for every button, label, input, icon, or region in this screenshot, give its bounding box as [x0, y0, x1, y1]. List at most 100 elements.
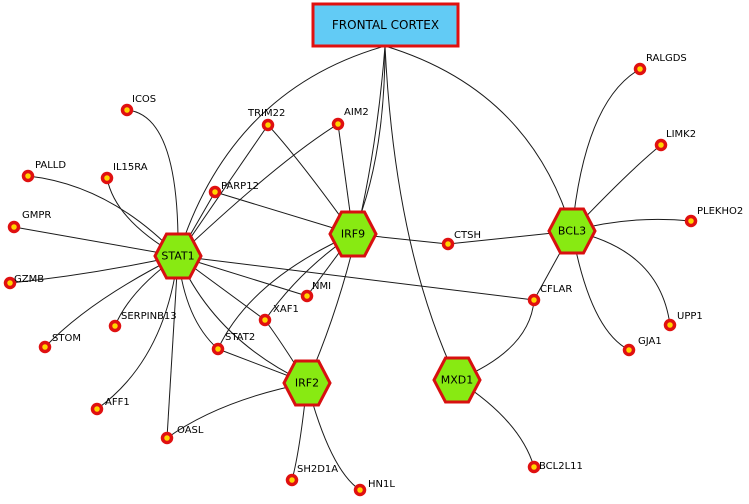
- gene-dot: [100, 171, 114, 185]
- hub-hexagon: [432, 356, 482, 404]
- edge-irf9-stat2: [217, 233, 354, 350]
- root-label: FRONTAL CORTEX: [332, 18, 439, 32]
- gene-node-stom[interactable]: STOM: [38, 333, 81, 354]
- gene-dot: [208, 185, 222, 199]
- hub-label: MXD1: [441, 374, 474, 387]
- hub-hexagon: [328, 210, 378, 258]
- gene-node-xaf1[interactable]: XAF1: [258, 304, 299, 327]
- gene-node-upp1[interactable]: UPP1: [663, 311, 703, 332]
- edge-stat1-gmpr: [13, 226, 179, 257]
- gene-label: PALLD: [35, 160, 66, 171]
- gene-dot: [258, 313, 272, 327]
- gene-node-stat2[interactable]: STAT2: [211, 332, 256, 356]
- gene-dot: [300, 289, 314, 303]
- gene-label: AIM2: [344, 107, 369, 118]
- gene-dot: [441, 237, 455, 251]
- edge-stat1-cflar: [177, 255, 535, 301]
- hub-hexagon: [153, 232, 203, 280]
- hub-hexagon: [282, 359, 332, 407]
- hub-label: BCL3: [558, 225, 586, 238]
- gene-dot: [38, 340, 52, 354]
- edge-root-bcl3: [384, 45, 573, 232]
- gene-label: CTSH: [454, 230, 481, 241]
- root-node-frontal-cortex[interactable]: FRONTAL CORTEX: [311, 2, 460, 48]
- edge-stat1-irf2: [177, 255, 308, 384]
- gene-label: PLEKHO2: [697, 206, 743, 217]
- gene-dot: [633, 62, 647, 76]
- gene-dot: [684, 214, 698, 228]
- edge-layer: [9, 45, 692, 491]
- edge-root-irf9: [352, 45, 386, 235]
- gene-dot: [654, 138, 668, 152]
- gene-node-ralgds[interactable]: RALGDS: [633, 53, 687, 76]
- gene-dot: [353, 483, 367, 497]
- gene-node-sh2d1a[interactable]: SH2D1A: [285, 464, 339, 487]
- hub-hexagon: [547, 207, 597, 255]
- hub-node-stat1[interactable]: STAT1: [153, 232, 203, 280]
- gene-label: OASL: [177, 425, 204, 436]
- gene-dot: [90, 402, 104, 416]
- gene-label: IL15RA: [113, 162, 148, 173]
- gene-node-palld[interactable]: PALLD: [21, 160, 67, 183]
- hub-label: IRF2: [295, 377, 319, 390]
- gene-dot: [108, 319, 122, 333]
- edge-stat1-palld: [27, 175, 179, 257]
- root-box: [311, 2, 460, 48]
- hub-node-irf2[interactable]: IRF2: [282, 359, 332, 407]
- gene-node-limk2[interactable]: LIMK2: [654, 129, 697, 152]
- gene-label: RALGDS: [646, 53, 687, 64]
- gene-node-icos[interactable]: ICOS: [120, 94, 157, 117]
- edge-stat1-oasl: [166, 255, 179, 439]
- edge-stat1-aim2: [177, 123, 339, 257]
- gene-dot: [3, 276, 17, 290]
- gene-node-il15ra[interactable]: IL15RA: [100, 162, 148, 185]
- gene-dot: [527, 293, 541, 307]
- gene-label: SH2D1A: [297, 464, 338, 475]
- gene-label: UPP1: [677, 311, 703, 322]
- gene-label: PARP12: [221, 181, 259, 192]
- hub-node-irf9[interactable]: IRF9: [328, 210, 378, 258]
- edge-stat1-aff1: [96, 255, 179, 410]
- gene-label: STAT2: [225, 332, 255, 343]
- gene-label: AFF1: [105, 397, 130, 408]
- gene-dot: [285, 473, 299, 487]
- edge-bcl3-ralgds: [571, 68, 641, 232]
- gene-label: XAF1: [273, 304, 299, 315]
- gene-label: STOM: [52, 333, 81, 344]
- gene-label: NMI: [312, 281, 331, 292]
- edge-stat1-trim22: [177, 124, 269, 257]
- gene-label: LIMK2: [666, 129, 696, 140]
- edge-stat1-stom: [44, 255, 179, 348]
- edge-stat1-nmi: [177, 255, 308, 297]
- edge-root-mxd1: [384, 45, 458, 381]
- gene-node-aim2[interactable]: AIM2: [331, 107, 369, 131]
- hub-label: IRF9: [341, 228, 365, 241]
- hub-label: STAT1: [161, 250, 194, 263]
- gene-label: SERPINB13: [121, 311, 177, 322]
- gene-node-nmi[interactable]: NMI: [300, 281, 332, 303]
- gene-dot: [120, 103, 134, 117]
- gene-label: HN1L: [368, 479, 395, 490]
- gene-node-plekho2[interactable]: PLEKHO2: [684, 206, 744, 228]
- gene-node-cflar[interactable]: CFLAR: [527, 284, 573, 307]
- gene-node-parp12[interactable]: PARP12: [208, 181, 259, 199]
- gene-node-ctsh[interactable]: CTSH: [441, 230, 481, 251]
- gene-node-gja1[interactable]: GJA1: [622, 336, 662, 357]
- gene-node-hn1l[interactable]: HN1L: [353, 479, 396, 497]
- gene-label: GJA1: [638, 336, 662, 347]
- gene-dot: [663, 318, 677, 332]
- gene-node-trim22[interactable]: TRIM22: [247, 108, 285, 132]
- hub-node-bcl3[interactable]: BCL3: [547, 207, 597, 255]
- gene-node-gzmb[interactable]: GZMB: [3, 274, 45, 290]
- gene-node-aff1[interactable]: AFF1: [90, 397, 130, 416]
- gene-node-gmpr[interactable]: GMPR: [7, 210, 52, 234]
- gene-node-serpinb13[interactable]: SERPINB13: [108, 311, 177, 333]
- edge-root-stat1: [177, 45, 386, 257]
- gene-dot: [160, 431, 174, 445]
- edge-stat1-icos: [126, 109, 179, 257]
- gene-node-oasl[interactable]: OASL: [160, 425, 204, 445]
- gene-node-bcl2l11[interactable]: BCL2L11: [527, 460, 583, 474]
- hub-node-mxd1[interactable]: MXD1: [432, 356, 482, 404]
